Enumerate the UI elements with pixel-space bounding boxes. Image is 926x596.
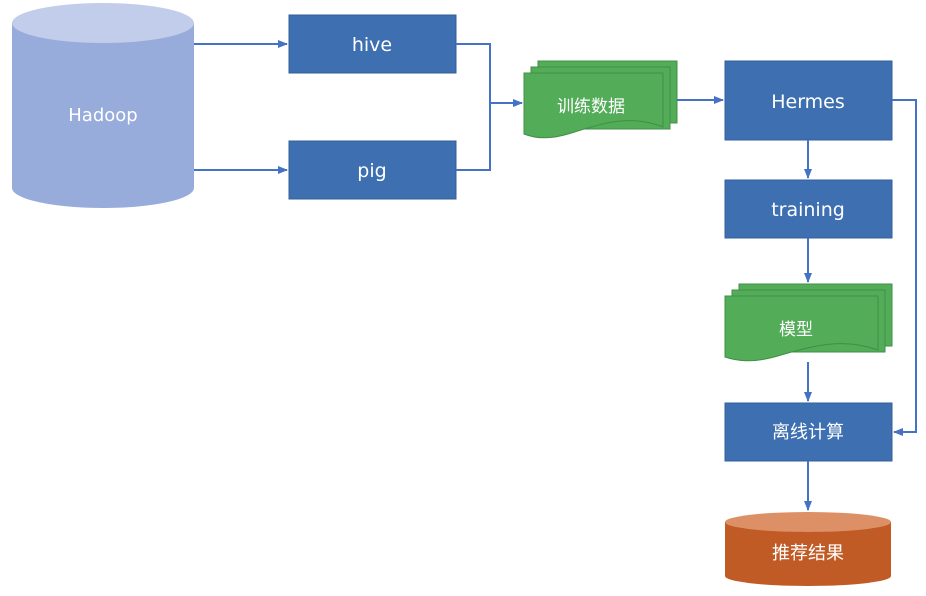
recommend-results-cylinder-top xyxy=(725,512,891,532)
training-data-front-page xyxy=(523,72,664,139)
training-node: training xyxy=(724,179,893,239)
recommend-results-label: 推荐结果 xyxy=(772,543,844,564)
recommend-results-cylinder-body xyxy=(725,522,891,586)
model-label: 模型 xyxy=(779,320,813,340)
recommend-results-node: 推荐结果 xyxy=(725,512,891,586)
pig-node: pig xyxy=(288,140,457,200)
hadoop-label: Hadoop xyxy=(68,105,137,126)
hermes-label: Hermes xyxy=(771,91,845,113)
hadoop-cylinder-top xyxy=(12,3,194,43)
training-box xyxy=(724,179,893,239)
hive-node: hive xyxy=(288,14,457,74)
offline-compute-box xyxy=(724,402,893,462)
training-label: training xyxy=(771,199,845,221)
hive-label: hive xyxy=(352,34,392,56)
hadoop-cylinder-body xyxy=(12,23,194,208)
model-front-page xyxy=(724,295,879,362)
offline-compute-node: 离线计算 xyxy=(724,402,893,462)
training-data-label: 训练数据 xyxy=(557,97,625,117)
pig-box xyxy=(288,140,457,200)
model-node: 模型 xyxy=(724,283,893,362)
hadoop-node: Hadoop xyxy=(12,3,194,208)
hermes-box xyxy=(724,60,893,141)
training-data-node: 训练数据 xyxy=(523,60,678,139)
merge-line-hive-pig xyxy=(456,43,491,171)
offline-compute-label: 离线计算 xyxy=(772,422,844,443)
arrow-hermes-to-offline-compute xyxy=(892,99,917,436)
pig-label: pig xyxy=(357,160,386,182)
connectors xyxy=(194,40,917,511)
hermes-node: Hermes xyxy=(724,60,893,141)
